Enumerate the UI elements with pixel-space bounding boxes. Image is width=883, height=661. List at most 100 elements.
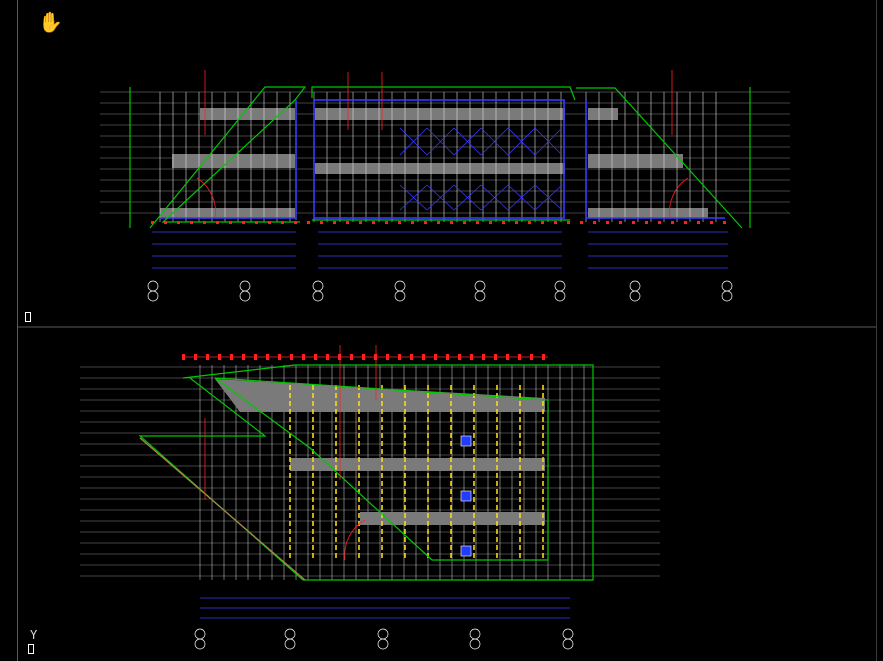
x-brace <box>399 127 428 156</box>
dimension-tick <box>307 221 310 224</box>
dimension-tick <box>437 221 440 224</box>
dimension-tick <box>450 221 453 224</box>
dimension-tick <box>710 221 713 224</box>
dimension-tick <box>266 354 269 360</box>
drawing-subtitle-top <box>25 312 31 322</box>
dimension-tick <box>385 221 388 224</box>
axis-bubble <box>194 638 206 650</box>
dimension-tick <box>194 354 197 360</box>
axis-bubble <box>377 638 389 650</box>
dimension-tick <box>458 354 461 360</box>
dimension-tick <box>362 354 365 360</box>
x-brace <box>480 184 509 211</box>
dimension-tick <box>182 354 185 360</box>
dimension-tick <box>372 221 375 224</box>
dimension-tick <box>242 354 245 360</box>
dimension-tick <box>398 354 401 360</box>
dimension-tick <box>216 221 219 224</box>
x-brace <box>426 184 455 211</box>
dimension-tick <box>658 221 661 224</box>
x-brace <box>507 184 536 211</box>
dimension-tick <box>530 354 533 360</box>
dimension-tick <box>424 221 427 224</box>
dimension-tick <box>281 221 284 224</box>
dimension-tick <box>482 354 485 360</box>
dimension-tick <box>411 221 414 224</box>
dimension-tick <box>645 221 648 224</box>
x-brace <box>453 127 482 156</box>
axis-bubble <box>284 638 296 650</box>
dimension-tick <box>326 354 329 360</box>
dimension-tick <box>476 221 479 224</box>
dimension-tick <box>218 354 221 360</box>
dimension-tick <box>506 354 509 360</box>
x-brace <box>507 127 536 156</box>
dimension-tick <box>593 221 596 224</box>
dimension-tick <box>632 221 635 224</box>
dimension-tick <box>580 221 583 224</box>
dimension-tick <box>463 221 466 224</box>
x-brace <box>453 184 482 211</box>
dimension-tick <box>190 221 193 224</box>
dimension-tick <box>502 221 505 224</box>
dimension-tick <box>164 221 167 224</box>
dimension-tick <box>338 354 341 360</box>
dimension-tick <box>518 354 521 360</box>
axis-bubble <box>562 638 574 650</box>
bottom-plan <box>80 345 660 619</box>
x-brace <box>480 127 509 156</box>
dimension-tick <box>386 354 389 360</box>
x-brace <box>426 127 455 156</box>
x-brace <box>399 184 428 211</box>
dimension-tick <box>541 221 544 224</box>
dimension-tick <box>206 354 209 360</box>
dimension-tick <box>554 221 557 224</box>
dimension-tick <box>671 221 674 224</box>
dimension-tick <box>302 354 305 360</box>
dimension-tick <box>350 354 353 360</box>
dimension-tick <box>374 354 377 360</box>
dimension-tick <box>723 221 726 224</box>
dimension-tick <box>410 354 413 360</box>
axis-bubble <box>554 290 566 302</box>
axis-bubble <box>147 290 159 302</box>
dimension-tick <box>346 221 349 224</box>
dimension-tick <box>515 221 518 224</box>
axis-bubble <box>721 290 733 302</box>
dimension-tick <box>242 221 245 224</box>
axis-bubble <box>474 290 486 302</box>
drawing-title-top[interactable] <box>22 312 31 322</box>
top-elevation <box>100 70 790 269</box>
dimension-tick <box>151 221 154 224</box>
dimension-tick <box>177 221 180 224</box>
left-title-strip <box>0 0 18 661</box>
dimension-tick <box>294 221 297 224</box>
dimension-tick <box>320 221 323 224</box>
axis-bubble <box>239 290 251 302</box>
dimension-tick <box>255 221 258 224</box>
dimension-tick <box>446 354 449 360</box>
dimension-tick <box>278 354 281 360</box>
right-scrollbar[interactable] <box>876 0 883 661</box>
hand-pan-icon[interactable]: ✋ <box>38 10 63 34</box>
dimension-tick <box>333 221 336 224</box>
dimension-tick <box>422 354 425 360</box>
dimension-tick <box>697 221 700 224</box>
x-brace <box>534 127 563 156</box>
dimension-tick <box>489 221 492 224</box>
dimension-tick <box>230 354 233 360</box>
dimension-tick <box>314 354 317 360</box>
x-brace <box>534 184 563 211</box>
dimension-tick <box>494 354 497 360</box>
dimension-tick <box>398 221 401 224</box>
drawing-subtitle-bottom <box>28 644 34 654</box>
axis-bubble <box>312 290 324 302</box>
drawing-title-bottom[interactable] <box>25 644 34 654</box>
dimension-tick <box>528 221 531 224</box>
ucs-y-axis-icon: Y <box>30 628 37 642</box>
dimension-tick <box>434 354 437 360</box>
dimension-tick <box>203 221 206 224</box>
ucs-label: Y <box>30 628 38 642</box>
dimension-tick <box>567 221 570 224</box>
